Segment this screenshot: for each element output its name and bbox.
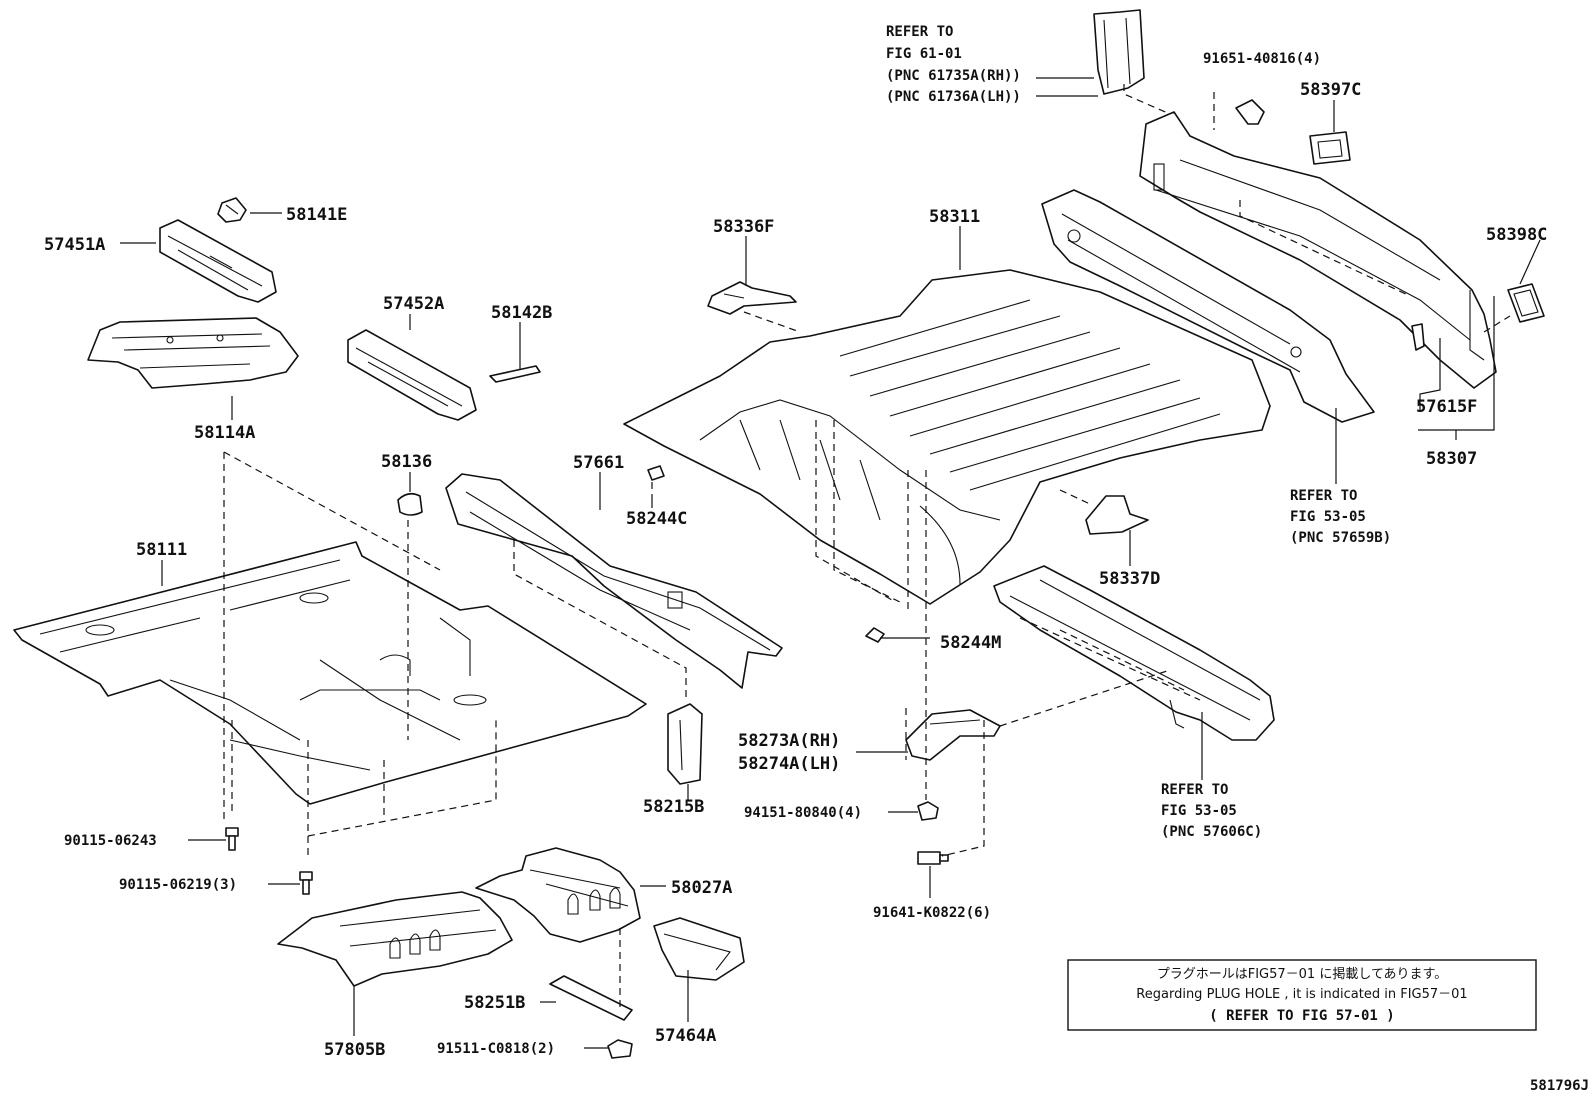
label-58111: 58111	[136, 540, 187, 560]
label-58215b: 58215B	[643, 797, 704, 817]
part-58244m-shape	[865, 627, 885, 643]
ref-fig61-line3: (PNC 61735A(RH))	[886, 68, 1021, 84]
label-58142b: 58142B	[491, 303, 552, 323]
label-57661: 57661	[573, 453, 624, 473]
label-57464a: 57464A	[655, 1026, 716, 1046]
label-90115-06219: 90115-06219(3)	[119, 877, 237, 893]
label-58311: 58311	[929, 207, 980, 227]
reference-fig53-a: REFER TO FIG 53-05 (PNC 57659B)	[1290, 488, 1391, 546]
label-58273a: 58273A(RH)	[738, 731, 840, 751]
part-58111-shape	[13, 541, 647, 805]
ref-fig53b-line1: REFER TO	[1161, 782, 1228, 798]
reference-fig53-b: REFER TO FIG 53-05 (PNC 57606C)	[1161, 782, 1262, 840]
bolt-91641-icon	[917, 851, 949, 865]
plug-hole-note: プラグホールはFIG57－01 に掲載してあります。 Regarding PLU…	[1067, 959, 1537, 1031]
label-58027a: 58027A	[671, 878, 732, 898]
part-58215b-shape	[667, 703, 703, 785]
label-58274a: 58274A(LH)	[738, 754, 840, 774]
part-57661-shape	[445, 473, 783, 689]
part-58141e-shape	[217, 197, 247, 223]
bolt-91511-icon	[607, 1039, 633, 1059]
part-58244c-shape	[647, 465, 665, 481]
note-line-refer: ( REFER TO FIG 57-01 )	[1209, 1008, 1394, 1024]
part-58307-shape	[1139, 111, 1497, 389]
part-58311-shape	[623, 269, 1271, 605]
label-58336f: 58336F	[713, 217, 774, 237]
note-box	[1067, 959, 1537, 1031]
part-58336f-shape	[707, 281, 797, 315]
bolt-90115-06219-icon	[299, 871, 313, 895]
part-58273a-shape	[905, 709, 1001, 761]
label-58397c: 58397C	[1300, 80, 1361, 100]
label-57452a: 57452A	[383, 294, 444, 314]
label-58337d: 58337D	[1099, 569, 1160, 589]
label-91651-40816: 91651-40816(4)	[1203, 51, 1321, 67]
fastener-labels: 91651-40816(4) 90115-06243 90115-06219(3…	[64, 51, 1321, 1057]
part-58251b-shape	[549, 975, 633, 1021]
part-57615f-shape	[1411, 323, 1425, 351]
part-57805b-shape	[277, 891, 513, 987]
part-58027a-shape	[475, 847, 641, 943]
ref-fig53b-line3: (PNC 57606C)	[1161, 824, 1262, 840]
label-58136: 58136	[381, 452, 432, 472]
part-58114a-shape	[87, 317, 299, 389]
ref-fig53b-line2: FIG 53-05	[1161, 803, 1237, 819]
note-line-japanese: プラグホールはFIG57－01 に掲載してあります。	[1157, 966, 1448, 982]
label-58244c: 58244C	[626, 509, 687, 529]
bolt-91651-icon	[1235, 99, 1265, 125]
part-58337d-shape	[1085, 495, 1149, 535]
leader-lines	[120, 77, 1541, 1049]
diagram-code: 581796J	[1530, 1078, 1589, 1094]
part-labels: 58141E 57451A 58114A 57452A 58142B 58136…	[44, 80, 1547, 1060]
nut-94151-icon	[917, 801, 939, 821]
label-57805b: 57805B	[324, 1040, 385, 1060]
part-61735a-shape	[1093, 9, 1145, 95]
label-58398c: 58398C	[1486, 225, 1547, 245]
part-58398c-shape	[1507, 283, 1545, 323]
note-line-english: Regarding PLUG HOLE , it is indicated in…	[1136, 987, 1467, 1002]
part-58136-shape	[397, 492, 423, 516]
label-57615f: 57615F	[1416, 397, 1477, 417]
part-57464a-shape	[653, 917, 745, 981]
part-58142b-shape	[489, 365, 541, 383]
label-57451a: 57451A	[44, 235, 105, 255]
part-57606c-shape	[993, 565, 1275, 741]
ref-fig61-line4: (PNC 61736A(LH))	[886, 89, 1021, 105]
ref-fig61-line2: FIG 61-01	[886, 46, 962, 62]
label-90115-06243: 90115-06243	[64, 833, 157, 849]
part-58397c-shape	[1309, 131, 1351, 165]
label-58141e: 58141E	[286, 205, 347, 225]
ref-fig53a-line3: (PNC 57659B)	[1290, 530, 1391, 546]
ref-fig61-line1: REFER TO	[886, 24, 953, 40]
reference-fig61: REFER TO FIG 61-01 (PNC 61735A(RH)) (PNC…	[886, 24, 1021, 105]
part-57451a-shape	[159, 219, 277, 303]
label-58251b: 58251B	[464, 993, 525, 1013]
label-94151-80840: 94151-80840(4)	[744, 805, 862, 821]
bolt-90115-06243-icon	[225, 827, 239, 851]
dashed-lines	[223, 84, 1511, 1008]
ref-fig53a-line1: REFER TO	[1290, 488, 1357, 504]
label-58307: 58307	[1426, 449, 1477, 469]
ref-fig53a-line2: FIG 53-05	[1290, 509, 1366, 525]
part-57452a-shape	[347, 329, 477, 421]
part-57659b-shape	[1041, 189, 1375, 423]
label-91511-c0818: 91511-C0818(2)	[437, 1041, 555, 1057]
label-91641-k0822: 91641-K0822(6)	[873, 905, 991, 921]
label-58244m: 58244M	[940, 633, 1001, 653]
label-58114a: 58114A	[194, 423, 255, 443]
